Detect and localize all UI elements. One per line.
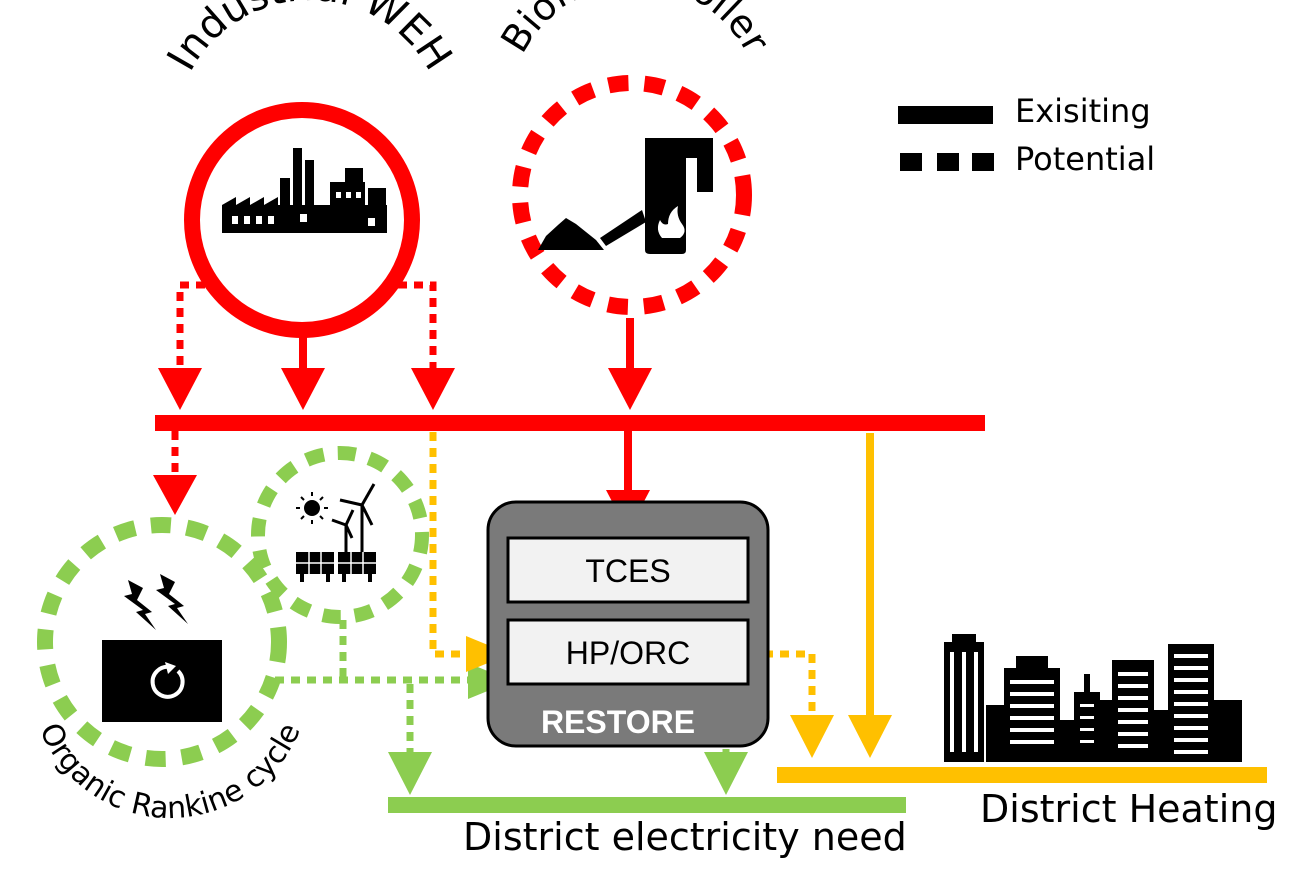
hp-orc-box: [506, 618, 750, 686]
heating-bus-bar: [777, 767, 1267, 783]
weh-main-arrowhead: [281, 368, 325, 410]
legend-existing-line: [898, 106, 993, 124]
svg-text:Biomass boiler: Biomass boiler: [492, 0, 778, 60]
bus-to-heating-arrowhead: [848, 715, 892, 758]
orc-source: Organic Rankine cycle: [32, 517, 308, 826]
city-skyline-icon: [944, 634, 1242, 762]
weh-left-dotted-flow: [176, 281, 205, 370]
tces-label: TCES: [585, 553, 670, 589]
orc-ring: [37, 517, 287, 767]
restore-system: TCES HP/ORC RESTORE: [486, 500, 770, 748]
legend-potential-label: Potential: [1015, 140, 1155, 178]
biomass-arrowhead: [608, 368, 652, 410]
district-heat-flows: [429, 432, 1267, 783]
weh-right-dotted-flow: [398, 281, 437, 370]
bus-to-hp-dotted: [429, 432, 470, 658]
industrial-weh-label: Industrial WEH: [159, 0, 461, 78]
restore-to-electricity-arrowhead: [704, 752, 748, 795]
biomass-boiler-ring: [512, 75, 752, 315]
renewables-source: [251, 446, 429, 624]
biomass-flow: [626, 318, 634, 372]
hp-orc-label: HP/ORC: [566, 635, 690, 671]
legend-potential-line: [900, 153, 994, 171]
heat-bus-bar: [155, 415, 985, 431]
orc-label: Organic Rankine cycle: [32, 717, 308, 826]
svg-text:Industrial WEH: Industrial WEH: [159, 0, 461, 78]
svg-text:Organic Rankine cycle: Organic Rankine cycle: [32, 717, 308, 826]
factory-icon: [222, 148, 387, 233]
tces-box: [506, 536, 750, 604]
weh-left-arrowhead: [158, 368, 202, 410]
bus-to-restore-flow: [624, 431, 632, 493]
biomass-boiler-label: Biomass boiler: [492, 0, 778, 60]
district-heating-label: District Heating: [980, 787, 1277, 831]
bus-to-orc-arrowhead: [153, 475, 197, 515]
renewables-ring: [251, 446, 429, 624]
orc-generator-icon: [102, 574, 222, 722]
electricity-bus-bar: [388, 797, 906, 813]
weh-main-flow: [299, 322, 307, 372]
legend-existing-label: Exisiting: [1015, 92, 1151, 130]
weh-right-arrowhead: [411, 368, 455, 410]
biomass-boiler-source: Biomass boiler: [492, 0, 778, 315]
solar-wind-icon: [296, 483, 376, 582]
industrial-weh-source: Industrial WEH: [159, 0, 461, 338]
legend: Exisiting Potential: [898, 92, 1155, 178]
hp-to-heating-arrowhead: [790, 715, 834, 758]
bus-to-heating-flow: [866, 433, 874, 718]
biomass-boiler-icon: [538, 138, 713, 254]
restore-title: RESTORE: [541, 704, 695, 740]
green-down-arrowhead: [388, 752, 432, 795]
district-electricity-label: District electricity need: [463, 815, 907, 859]
electricity-flows: [275, 620, 906, 813]
